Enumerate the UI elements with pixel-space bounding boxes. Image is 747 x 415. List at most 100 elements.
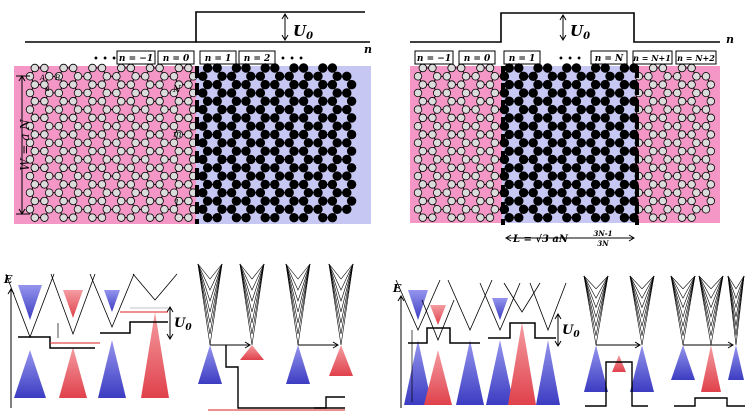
carbon-atom-white xyxy=(88,113,97,123)
carbon-atom-white xyxy=(97,213,107,222)
carbon-atom-white xyxy=(83,155,92,164)
carbon-atom-black xyxy=(614,188,625,198)
carbon-atom-black xyxy=(274,188,285,198)
carbon-atom-white xyxy=(663,205,672,214)
carbon-atom-white xyxy=(457,180,466,189)
carbon-atom-white xyxy=(73,171,83,181)
valence-cone-blue xyxy=(286,345,310,384)
carbon-atom-white xyxy=(413,88,423,98)
carbon-atom-white xyxy=(68,63,78,73)
carbon-atom-white xyxy=(88,97,97,106)
carbon-atom-white xyxy=(447,80,456,89)
carbon-atom-white xyxy=(442,188,451,197)
carbon-atom-white xyxy=(112,121,121,131)
subband-line xyxy=(629,275,655,299)
carbon-atom-white xyxy=(116,113,126,123)
carbon-atom-black xyxy=(605,71,615,82)
carbon-atom-black xyxy=(542,63,553,73)
carbon-atom-black xyxy=(346,179,357,190)
carbon-atom-black xyxy=(605,88,615,98)
carbon-atom-white xyxy=(88,163,97,172)
carbon-atom-white xyxy=(68,180,78,189)
length-label: L = √3 aN xyxy=(512,233,569,245)
carbon-atom-black xyxy=(557,138,567,148)
subband-line xyxy=(698,275,724,336)
carbon-atom-black xyxy=(303,121,314,131)
subband-line xyxy=(285,263,311,324)
carbon-atom-black xyxy=(586,71,596,82)
carbon-atom-white xyxy=(658,63,667,73)
carbon-atom-white xyxy=(131,88,140,98)
carbon-atom-white xyxy=(126,180,135,189)
carbon-atom-white xyxy=(145,63,155,73)
carbon-atom-black xyxy=(528,104,538,115)
carbon-atom-white xyxy=(131,188,140,197)
carbon-atom-white xyxy=(131,105,140,114)
carbon-atom-white xyxy=(126,163,135,172)
carbon-atom-white xyxy=(83,72,92,81)
carbon-atom-black xyxy=(605,138,615,148)
carbon-atom-black xyxy=(600,129,610,140)
subband-line xyxy=(239,263,265,335)
carbon-atom-white xyxy=(126,113,135,123)
carbon-atom-white xyxy=(73,188,83,197)
carbon-atom-black xyxy=(303,188,314,198)
carbon-atom-white xyxy=(155,80,164,89)
carbon-atom-black xyxy=(590,196,601,206)
carbon-atom-white xyxy=(30,63,39,73)
carbon-atom-black xyxy=(303,204,314,215)
carbon-atom-black xyxy=(504,63,514,73)
carbon-atom-black xyxy=(547,88,558,98)
carbon-atom-black xyxy=(504,146,514,156)
carbon-atom-white xyxy=(706,80,715,89)
carbon-atom-white xyxy=(485,113,495,123)
dots-before: • • • xyxy=(93,54,117,65)
carbon-atom-black xyxy=(571,179,582,190)
carbon-atom-black xyxy=(284,154,294,165)
carbon-atom-white xyxy=(663,155,672,164)
cell-r-n-0: n = 0 xyxy=(464,54,491,64)
carbon-atom-black xyxy=(289,163,299,173)
carbon-atom-white xyxy=(25,88,35,98)
carbon-atom-black xyxy=(327,96,338,106)
carbon-atom-black xyxy=(202,63,213,73)
carbon-atom-black xyxy=(212,196,222,206)
carbon-atom-white xyxy=(706,196,715,206)
carbon-atom-white xyxy=(73,138,83,148)
carbon-atom-white xyxy=(692,171,701,181)
carbon-atom-black xyxy=(542,163,553,173)
carbon-atom-white xyxy=(471,121,480,131)
carbon-atom-white xyxy=(687,146,696,156)
carbon-atom-white xyxy=(30,146,39,156)
carbon-atom-black xyxy=(327,79,338,90)
carbon-atom-white xyxy=(59,130,68,139)
potential-barrier-profile xyxy=(585,361,648,407)
row-N-label: N xyxy=(172,85,182,95)
carbon-atom-white xyxy=(428,163,437,172)
carbon-atom-white xyxy=(112,188,121,197)
carbon-atom-black xyxy=(246,188,256,198)
carbon-atom-white xyxy=(73,72,83,81)
carbon-atom-black xyxy=(605,121,615,131)
carbon-atom-black xyxy=(542,196,553,206)
valence-cone-red xyxy=(424,350,452,405)
carbon-atom-black xyxy=(557,188,567,198)
carbon-atom-white xyxy=(428,80,437,89)
carbon-atom-white xyxy=(418,63,427,73)
subband-line xyxy=(583,275,609,309)
carbon-atom-white xyxy=(442,171,451,181)
carbon-atom-black xyxy=(327,179,338,190)
cell-n-1: n = 1 xyxy=(205,54,232,64)
carbon-atom-white xyxy=(461,121,471,131)
carbon-atom-black xyxy=(241,212,251,223)
carbon-atom-white xyxy=(413,121,423,131)
carbon-atom-white xyxy=(102,121,111,131)
carbon-atom-black xyxy=(198,88,208,98)
carbon-atom-black xyxy=(241,163,251,173)
carbon-atom-black xyxy=(298,79,309,90)
carbon-atom-white xyxy=(25,105,35,114)
potential-label-bl: U0 xyxy=(174,316,192,333)
carbon-atom-black xyxy=(298,146,309,156)
carbon-atom-white xyxy=(25,138,35,148)
carbon-atom-white xyxy=(677,63,687,73)
